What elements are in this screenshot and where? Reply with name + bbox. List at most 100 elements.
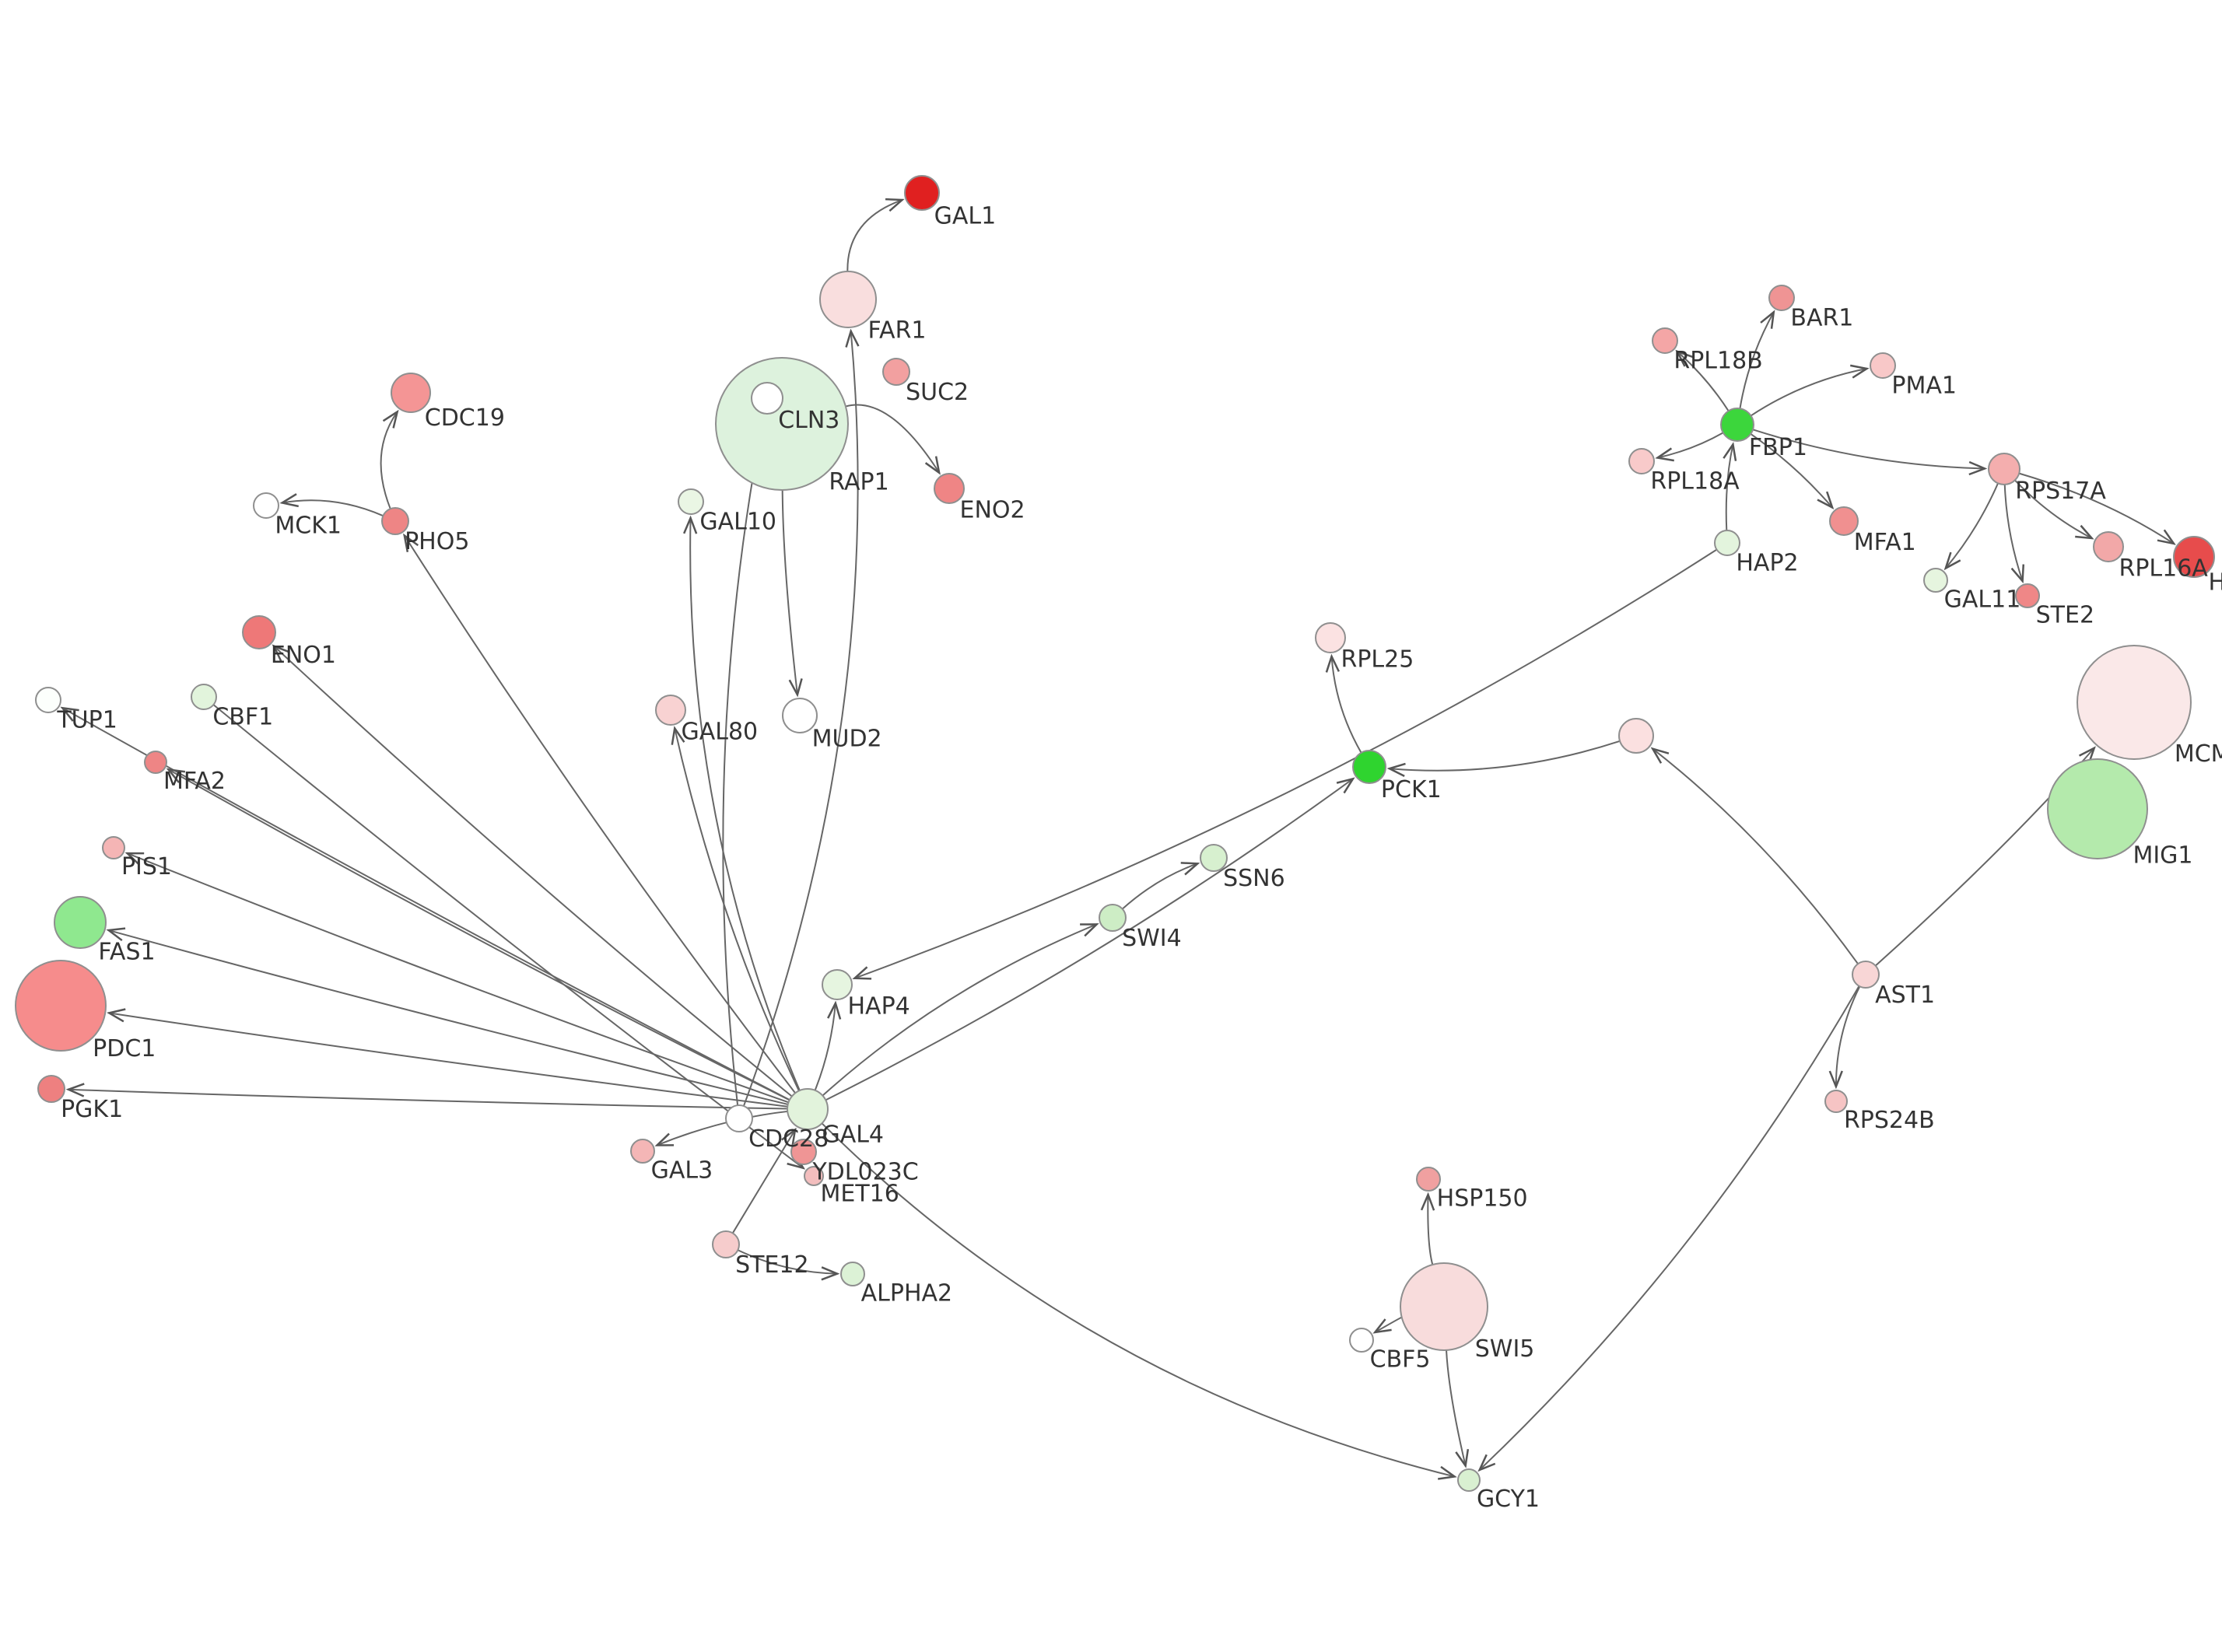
node-MUD2[interactable] (782, 698, 818, 733)
node-FBP1[interactable] (1720, 408, 1754, 442)
node-SWI4[interactable] (1099, 904, 1127, 932)
edge-RPS17A-STE2 (2003, 484, 2023, 582)
node-GCY1[interactable] (1457, 1468, 1481, 1492)
node-label-SSN6: SSN6 (1223, 865, 1285, 892)
node-label-PMA1: PMA1 (1891, 372, 1957, 399)
node-label-STE2: STE2 (2036, 602, 2094, 629)
node-GAL10[interactable] (678, 488, 704, 515)
node-GAL80[interactable] (655, 695, 686, 726)
node-AST1[interactable] (1852, 961, 1880, 989)
edge-GAL4-PGK1 (68, 1090, 788, 1110)
node-PDC1[interactable] (15, 960, 107, 1052)
node-label-GAL11: GAL11 (1944, 586, 2021, 614)
node-NODE1[interactable] (1618, 718, 1654, 754)
node-label-SUC2: SUC2 (906, 379, 969, 406)
node-label-PDC1: PDC1 (93, 1035, 156, 1062)
edge-PCK1-RPL25 (1332, 656, 1362, 754)
edge-FBP1-RPS17A (1752, 429, 1985, 468)
edge-GAL4-PCK1 (825, 779, 1354, 1101)
edge-AST1-NODE1 (1652, 748, 1859, 964)
node-MCK1[interactable] (253, 492, 279, 519)
edge-GAL4-GAL80 (675, 727, 800, 1091)
node-label-GCY1: GCY1 (1477, 1486, 1540, 1513)
node-ALPHA2[interactable] (840, 1262, 865, 1286)
edges-layer (61, 200, 2174, 1477)
node-label-BAR1: BAR1 (1790, 304, 1853, 331)
edge-RAP1-ENO2 (845, 404, 940, 474)
edge-RPS17A-RPL16A (2014, 479, 2093, 538)
edge-SWI5-GCY1 (1446, 1349, 1466, 1467)
node-GAL1[interactable] (904, 175, 940, 211)
node-MET16[interactable] (804, 1166, 824, 1186)
node-ENO2[interactable] (934, 473, 965, 504)
node-SWI5[interactable] (1400, 1262, 1488, 1351)
node-GAL4[interactable] (787, 1088, 829, 1130)
node-PHO5[interactable] (381, 507, 409, 535)
node-HIS4[interactable] (2173, 536, 2215, 578)
node-PIS1[interactable] (102, 836, 125, 859)
edge-SWI4-SSN6 (1121, 863, 1199, 910)
edge-GAL4-MFA2 (168, 769, 790, 1101)
node-MFA2[interactable] (144, 751, 167, 774)
node-RPL18A[interactable] (1628, 448, 1655, 474)
node-RAP1[interactable] (715, 357, 849, 491)
node-MFA1[interactable] (1829, 506, 1859, 536)
node-PGK1[interactable] (37, 1075, 65, 1103)
node-FAS1[interactable] (54, 896, 107, 949)
node-label-SWI4: SWI4 (1122, 925, 1182, 952)
node-CBF5[interactable] (1349, 1328, 1374, 1353)
node-BAR1[interactable] (1768, 285, 1795, 311)
node-GAL11[interactable] (1923, 568, 1948, 593)
node-label-MFA2: MFA2 (163, 768, 226, 795)
node-label-MFA1: MFA1 (1854, 529, 1916, 556)
node-SUC2[interactable] (882, 358, 910, 386)
node-label-STE12: STE12 (735, 1251, 809, 1279)
node-STE12[interactable] (712, 1230, 740, 1258)
node-FAR1[interactable] (819, 271, 877, 328)
node-CDC19[interactable] (391, 373, 431, 413)
node-HAP2[interactable] (1714, 530, 1740, 556)
node-RPL18B[interactable] (1652, 327, 1678, 354)
node-MCM1[interactable] (2077, 645, 2192, 760)
node-label-PGK1: PGK1 (61, 1096, 123, 1123)
node-CBF1[interactable] (191, 684, 217, 710)
node-RPL16A[interactable] (2093, 531, 2124, 562)
edge-HAP2-FBP1 (1726, 443, 1733, 531)
node-CLN3[interactable] (751, 382, 783, 415)
node-label-TUP1: TUP1 (56, 706, 117, 733)
node-label-CBF1: CBF1 (212, 703, 273, 730)
node-GAL3[interactable] (630, 1139, 655, 1164)
edge-STE12-ALPHA2 (737, 1249, 838, 1273)
node-HSP150[interactable] (1416, 1167, 1441, 1192)
node-YDL023C[interactable] (790, 1139, 817, 1165)
node-TUP1[interactable] (35, 687, 61, 713)
node-ENO1[interactable] (242, 615, 276, 649)
node-HAP4[interactable] (822, 969, 853, 1000)
edge-RPS17A-HIS4 (2018, 472, 2175, 544)
node-label-CLN3: CLN3 (778, 407, 839, 434)
node-RPS17A[interactable] (1988, 453, 2020, 485)
edge-GAL4-GCY1 (821, 1122, 1455, 1476)
edge-PHO5-CDC19 (380, 411, 398, 509)
node-PMA1[interactable] (1870, 352, 1896, 379)
node-SSN6[interactable] (1200, 844, 1228, 872)
edge-GAL4-GAL10 (690, 517, 801, 1091)
node-CDC28[interactable] (725, 1104, 753, 1132)
node-label-GAL1: GAL1 (934, 203, 997, 230)
node-label-MUD2: MUD2 (812, 726, 882, 753)
edge-GAL4-ENO1 (273, 646, 793, 1097)
edge-NODE1-PCK1 (1389, 740, 1621, 771)
node-label-CDC28: CDC28 (748, 1125, 829, 1153)
edge-CBF1-MET16 (212, 704, 804, 1168)
node-STE2[interactable] (2015, 583, 2040, 608)
node-RPS24B[interactable] (1824, 1090, 1848, 1113)
node-RPL25[interactable] (1315, 622, 1346, 653)
node-label-CBF5: CBF5 (1370, 1346, 1431, 1374)
edge-GAL4-SWI4 (822, 923, 1097, 1097)
node-label-MCK1: MCK1 (275, 512, 342, 539)
node-PCK1[interactable] (1352, 750, 1386, 784)
node-MIG1[interactable] (2047, 758, 2148, 859)
edge-GAL4-PDC1 (108, 1013, 788, 1108)
